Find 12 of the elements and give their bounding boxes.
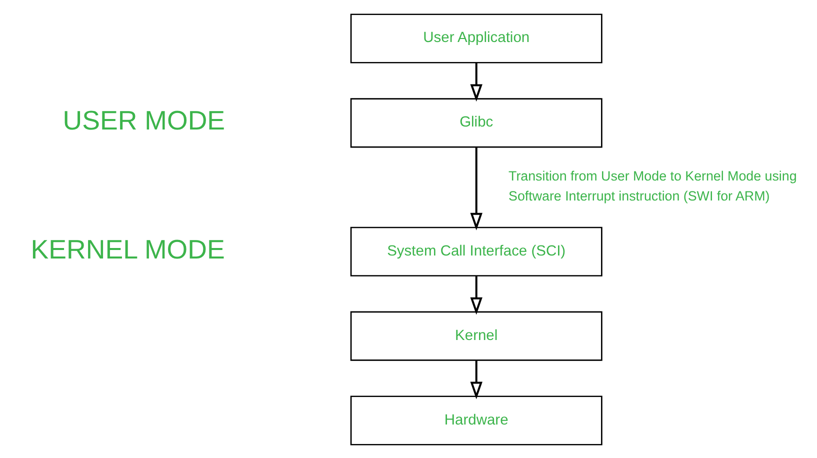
- arrow: [470, 146, 482, 230]
- node-box: Hardware: [350, 395, 602, 445]
- label: KERNEL MODE: [30, 234, 224, 264]
- label: USER MODE: [62, 105, 225, 136]
- node-box: User Application: [350, 13, 602, 63]
- node-box: Glibc: [350, 98, 602, 148]
- node-box: System Call Interface (SCI): [350, 226, 602, 276]
- node-box: Kernel: [350, 310, 602, 360]
- edge-label: Transition from User Mode to Kernel Mode using Software Interrupt instruction (SWI for ARM): [508, 168, 796, 204]
- arrow: [470, 360, 482, 399]
- arrow: [470, 276, 482, 314]
- arrow: [470, 62, 482, 102]
